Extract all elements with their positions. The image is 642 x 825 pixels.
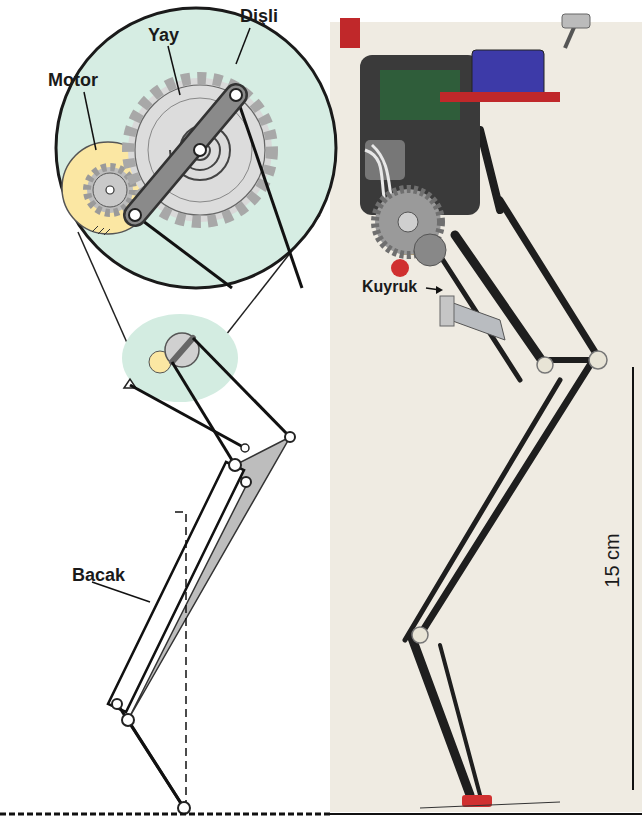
leader-arrow bbox=[426, 286, 443, 294]
main-gear bbox=[128, 78, 272, 222]
dimension-label: 15 cm bbox=[601, 533, 624, 587]
crank-arm bbox=[135, 95, 236, 215]
inset-detail bbox=[56, 8, 336, 288]
part-label: Bacak bbox=[72, 565, 125, 586]
pinion-gear bbox=[87, 167, 133, 213]
robot-photo bbox=[340, 14, 607, 808]
leader-lines bbox=[84, 28, 250, 150]
part-label: Kuyruk bbox=[362, 278, 417, 296]
ground-line bbox=[330, 813, 642, 815]
ground-line bbox=[0, 813, 330, 816]
part-label: Motor bbox=[48, 70, 98, 91]
scale-bar bbox=[632, 367, 634, 790]
part-label: Dişli bbox=[240, 6, 278, 27]
photo-background bbox=[330, 22, 642, 812]
part-label: Yay bbox=[148, 25, 179, 46]
